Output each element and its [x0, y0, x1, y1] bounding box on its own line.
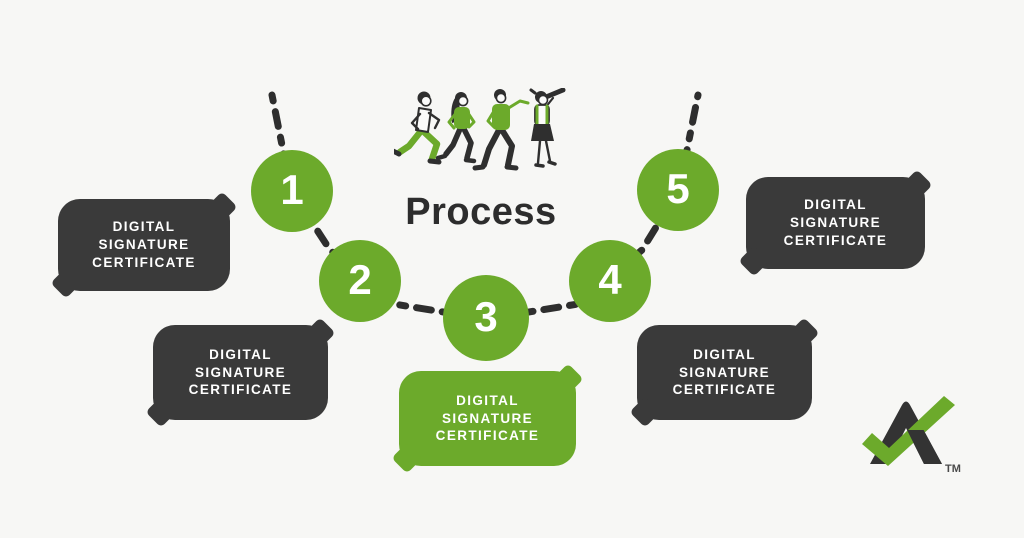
dsc-card-3: DIGITAL SIGNATURE CERTIFICATE — [399, 371, 576, 466]
dsc-card-3-label: DIGITAL SIGNATURE CERTIFICATE — [435, 392, 540, 444]
dsc-card-1: DIGITAL SIGNATURE CERTIFICATE — [58, 199, 230, 291]
dsc-card-5: DIGITAL SIGNATURE CERTIFICATE — [746, 177, 925, 269]
dsc-card-2-label: DIGITAL SIGNATURE CERTIFICATE — [188, 346, 293, 398]
dsc-card-2: DIGITAL SIGNATURE CERTIFICATE — [153, 325, 328, 420]
person-man-green-shirt — [472, 89, 530, 171]
step-number-2: 2 — [348, 256, 372, 303]
brand-logo: TM — [862, 396, 961, 475]
step-circle-3: 3 — [443, 275, 529, 361]
person-woman-green-top — [435, 92, 477, 164]
step-circle-5: 5 — [637, 149, 719, 231]
step-circle-1: 1 — [251, 150, 333, 232]
person-woman-telescope — [529, 88, 566, 168]
dsc-card-4: DIGITAL SIGNATURE CERTIFICATE — [637, 325, 812, 420]
step-circle-4: 4 — [569, 240, 651, 322]
step-number-3: 3 — [474, 293, 498, 340]
step-number-4: 4 — [598, 256, 622, 303]
step-number-1: 1 — [280, 166, 304, 213]
mountain-a-right-leg — [907, 430, 942, 464]
dsc-card-1-label: DIGITAL SIGNATURE CERTIFICATE — [92, 219, 196, 270]
people-walking-illustration — [394, 88, 566, 171]
dsc-card-4-label: DIGITAL SIGNATURE CERTIFICATE — [672, 346, 777, 398]
dsc-card-5-label: DIGITAL SIGNATURE CERTIFICATE — [783, 197, 888, 248]
step-circle-2: 2 — [319, 240, 401, 322]
page-title: Process — [405, 191, 557, 233]
person-runner — [394, 91, 442, 165]
step-number-5: 5 — [666, 165, 690, 212]
trademark-label: TM — [945, 463, 961, 475]
telescope-icon — [543, 88, 566, 100]
